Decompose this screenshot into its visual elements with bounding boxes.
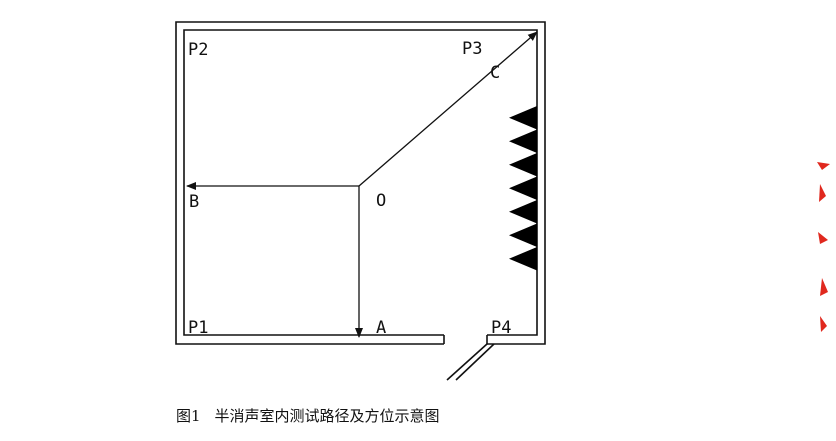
label-c: C — [490, 63, 500, 83]
figure-caption-text: 半消声室内测试路径及方位示意图 — [214, 407, 440, 425]
scan-edge-marks — [817, 162, 830, 332]
label-p4: P4 — [491, 318, 511, 338]
absorber-wedge — [509, 153, 537, 177]
label-o: O — [376, 191, 386, 211]
label-p3: P3 — [462, 39, 482, 59]
inner-wall — [183, 29, 538, 336]
label-b: B — [189, 192, 199, 212]
absorber-wedge — [509, 223, 537, 247]
door-leaf-1 — [446, 343, 488, 381]
label-a: A — [376, 318, 386, 338]
outer-wall — [175, 21, 546, 345]
label-p1: P1 — [188, 318, 208, 338]
absorber-wedge — [509, 129, 537, 153]
absorber-wedges — [509, 106, 537, 271]
door-leaf-2 — [455, 343, 495, 381]
test-paths — [186, 31, 538, 338]
absorber-wedge — [509, 106, 537, 130]
figure-caption: 图1 半消声室内测试路径及方位示意图 — [176, 405, 440, 426]
absorber-wedge — [509, 176, 537, 200]
absorber-wedge — [509, 200, 537, 224]
path-to-c — [358, 31, 538, 187]
label-p2: P2 — [188, 40, 208, 60]
figure-number: 图1 — [176, 407, 201, 425]
absorber-wedge — [509, 247, 537, 271]
room-walls — [175, 21, 546, 381]
